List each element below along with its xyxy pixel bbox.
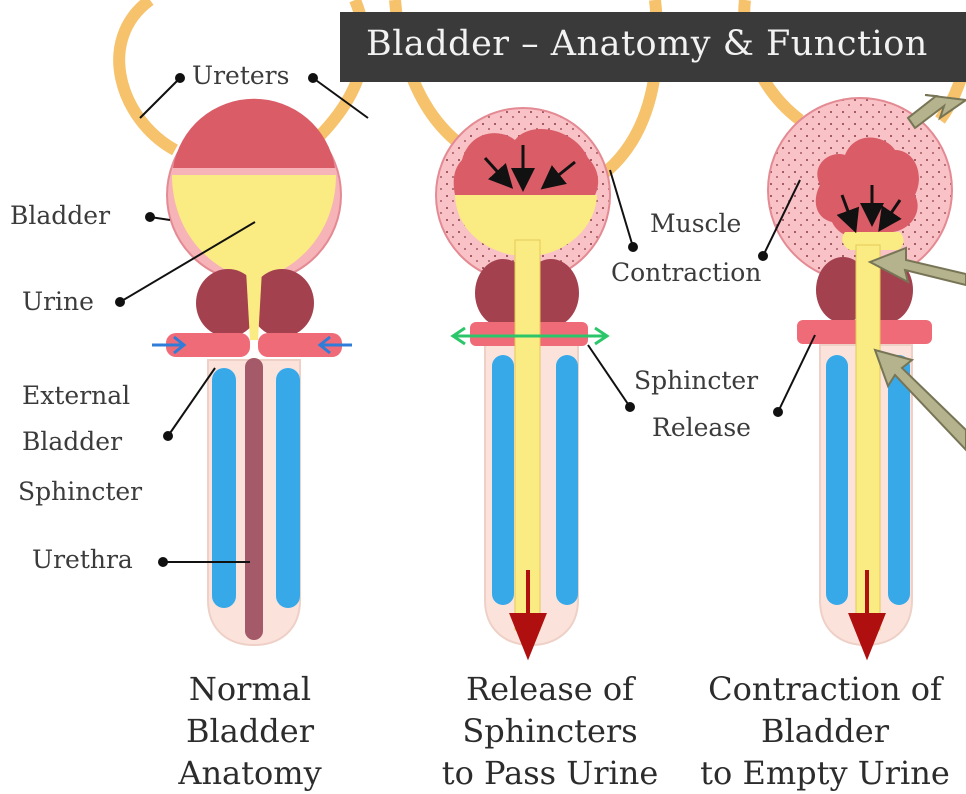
caption-contraction-3: to Empty Urine [690, 752, 960, 794]
urine-stream [246, 270, 262, 340]
ureter-left [119, 0, 175, 150]
label-bladder: Bladder [10, 200, 110, 232]
urethra-closed [245, 358, 263, 640]
label-contraction: Contraction [611, 257, 761, 289]
corpus-left [212, 368, 236, 608]
panel-normal [119, 0, 364, 645]
label-sphincter-release-2: Release [652, 412, 751, 444]
corpus-right-3 [888, 355, 910, 605]
corpus-left-3 [826, 355, 848, 605]
page-title: Bladder – Anatomy & Function [366, 24, 928, 64]
caption-release-2: Sphincters [430, 710, 670, 752]
label-external: External [22, 380, 130, 412]
corpus-left-2 [492, 355, 514, 605]
caption-release-1: Release of [430, 668, 670, 710]
caption-release-3: to Pass Urine [430, 752, 670, 794]
callout-arrow-top [908, 95, 966, 128]
label-sphincter-release-1: Sphincter [634, 365, 758, 397]
panel-release [395, 0, 657, 655]
caption-normal-1: Normal [165, 668, 335, 710]
label-urethra: Urethra [32, 544, 133, 576]
label-bladder-2: Bladder [22, 426, 122, 458]
label-muscle: Muscle [650, 208, 741, 240]
caption-normal-3: Anatomy [165, 752, 335, 794]
corpus-right [276, 368, 300, 608]
label-ureters: Ureters [192, 60, 289, 92]
caption-contraction-1: Contraction of [690, 668, 960, 710]
corpus-right-2 [556, 355, 578, 605]
caption-contraction-2: Bladder [690, 710, 960, 752]
bladder-muscle [173, 99, 335, 168]
bladder-urine [172, 175, 336, 278]
label-urine: Urine [22, 286, 94, 318]
label-sphincter: Sphincter [18, 476, 142, 508]
caption-normal-2: Bladder [165, 710, 335, 752]
panel-contraction [744, 0, 966, 655]
